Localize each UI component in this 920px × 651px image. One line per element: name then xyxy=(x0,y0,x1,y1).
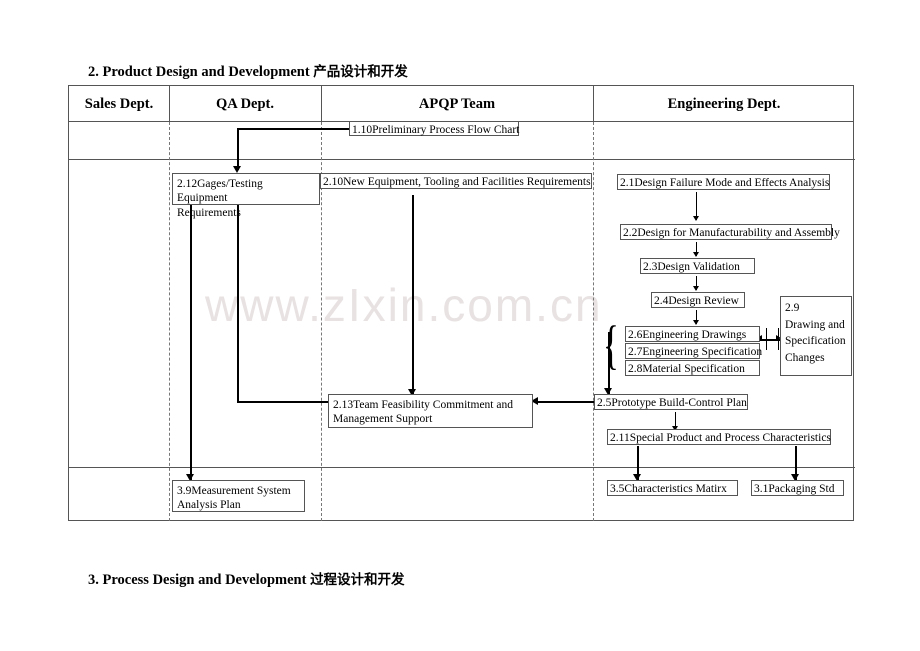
node-39-line2: Analysis Plan xyxy=(177,499,241,512)
node-39-measurement-system-analysis-plan[interactable]: 3.9Measurement System Analysis Plan xyxy=(172,480,305,512)
node-25-prototype-build-control-plan[interactable]: 2.5Prototype Build-Control Plan xyxy=(594,394,748,410)
connector-110-to-212-horizontal xyxy=(237,128,349,130)
connector-25-to-211 xyxy=(675,412,676,430)
arrowhead-into-213-right xyxy=(531,397,538,405)
arrowhead-into-26 xyxy=(693,320,699,325)
connector-25-to-213 xyxy=(536,401,594,403)
node-35-characteristics-matrix[interactable]: 3.5Characteristics Matirx xyxy=(607,480,738,496)
connector-23-to-24 xyxy=(696,276,697,290)
node-22-design-for-manufacturability[interactable]: 2.2Design for Manufacturability and Asse… xyxy=(620,224,840,240)
table-header-row: Sales Dept. QA Dept. APQP Team Engineeri… xyxy=(69,86,853,122)
node-29-line2: Drawing and xyxy=(785,318,845,331)
node-29-line3: Specification xyxy=(785,335,846,348)
node-213-line2: Management Support xyxy=(333,413,433,426)
section-3-title-en: Process Design and Development xyxy=(102,572,307,588)
section-3-title-cn: 过程设计和开发 xyxy=(310,572,405,588)
connector-27-to-29 xyxy=(760,339,780,341)
node-210-new-equipment-tooling-facilities[interactable]: 2.10New Equipment, Tooling and Facilitie… xyxy=(320,173,592,189)
node-27-engineering-specification[interactable]: 2.7Engineering Specification xyxy=(625,343,762,359)
arrowhead-into-22 xyxy=(693,216,699,221)
node-212-line2: Requirements xyxy=(177,206,241,219)
section-2-number: 2. xyxy=(88,64,99,80)
arrowhead-into-24 xyxy=(693,286,699,291)
column-header-apqp: APQP Team xyxy=(418,95,496,112)
connector-212-to-39-vertical xyxy=(190,205,192,480)
node-213-team-feasibility-commitment[interactable]: 2.13Team Feasibility Commitment and Mana… xyxy=(328,394,533,428)
node-26-engineering-drawings[interactable]: 2.6Engineering Drawings xyxy=(625,326,760,342)
node-31-packaging-std[interactable]: 3.1Packaging Std xyxy=(751,480,844,496)
section-3-number: 3. xyxy=(88,572,99,588)
connector-29-bracket-right xyxy=(778,328,779,350)
node-29-line4: Changes xyxy=(785,352,825,365)
arrowhead-into-25 xyxy=(604,388,612,395)
arrowhead-into-39 xyxy=(186,474,194,481)
connector-212-to-213-vertical xyxy=(237,195,239,402)
section-heading-product-design: 2. Product Design and Development 产品设计和开… xyxy=(88,60,408,81)
section-heading-process-design: 3. Process Design and Development 过程设计和开… xyxy=(88,568,405,589)
node-212-gages-testing-equipment-requirements[interactable]: 2.12Gages/Testing Equipment Requirements xyxy=(172,173,320,219)
column-separator-sales-qa xyxy=(169,122,170,521)
column-separator-apqp-eng xyxy=(593,122,594,521)
watermark: www.zIxin.com.cn xyxy=(205,279,603,331)
column-header-sales: Sales Dept. xyxy=(84,95,154,112)
connector-211-to-35 xyxy=(637,446,639,480)
header-divider-3 xyxy=(593,86,594,122)
node-21-design-fmea[interactable]: 2.1Design Failure Mode and Effects Analy… xyxy=(617,174,830,190)
node-211-special-product-process-characteristics[interactable]: 2.11Special Product and Process Characte… xyxy=(607,429,831,445)
section-2-title-en: Product Design and Development xyxy=(102,64,310,80)
connector-212-to-213-horizontal xyxy=(237,401,349,403)
node-212-line1: 2.12Gages/Testing Equipment xyxy=(177,178,263,205)
node-23-design-validation[interactable]: 2.3Design Validation xyxy=(640,258,755,274)
band-divider-1 xyxy=(69,159,855,160)
arrowhead-into-211 xyxy=(672,426,678,431)
node-29-drawing-and-specification-changes[interactable]: 2.9 Drawing and Specification Changes xyxy=(780,296,852,376)
connector-21-to-22 xyxy=(696,192,697,220)
arrowhead-into-213-top xyxy=(408,389,416,396)
arrowhead-into-212 xyxy=(233,166,241,173)
node-24-design-review[interactable]: 2.4Design Review xyxy=(651,292,745,308)
connector-22-to-23 xyxy=(696,242,697,256)
band-divider-2 xyxy=(69,467,855,468)
column-header-qa: QA Dept. xyxy=(216,95,274,112)
connector-24-to-26 xyxy=(696,310,697,324)
connector-210-to-213-vertical xyxy=(412,195,414,395)
column-header-engineering: Engineering Dept. xyxy=(667,95,781,112)
arrowhead-into-23 xyxy=(693,252,699,257)
header-divider-2 xyxy=(321,86,322,122)
header-divider-1 xyxy=(169,86,170,122)
node-213-line1: 2.13Team Feasibility Commitment and xyxy=(333,399,513,411)
node-29-line1: 2.9 xyxy=(785,302,800,314)
column-separator-qa-apqp xyxy=(321,122,322,521)
arrowhead-into-35 xyxy=(633,474,641,481)
section-2-title-cn: 产品设计和开发 xyxy=(313,64,408,80)
connector-211-to-31 xyxy=(795,446,797,480)
arrowhead-into-31 xyxy=(791,474,799,481)
node-28-material-specification[interactable]: 2.8Material Specification xyxy=(625,360,760,376)
connector-drawings-to-25-vertical xyxy=(608,332,610,394)
node-39-line1: 3.9Measurement System xyxy=(177,485,291,497)
group-brace-drawings: { xyxy=(603,315,619,375)
connector-110-to-212-vertical xyxy=(237,128,239,170)
connector-29-bracket-left xyxy=(766,328,767,350)
node-110-preliminary-process-flow-chart[interactable]: 1.10Preliminary Process Flow Chart xyxy=(349,121,519,136)
